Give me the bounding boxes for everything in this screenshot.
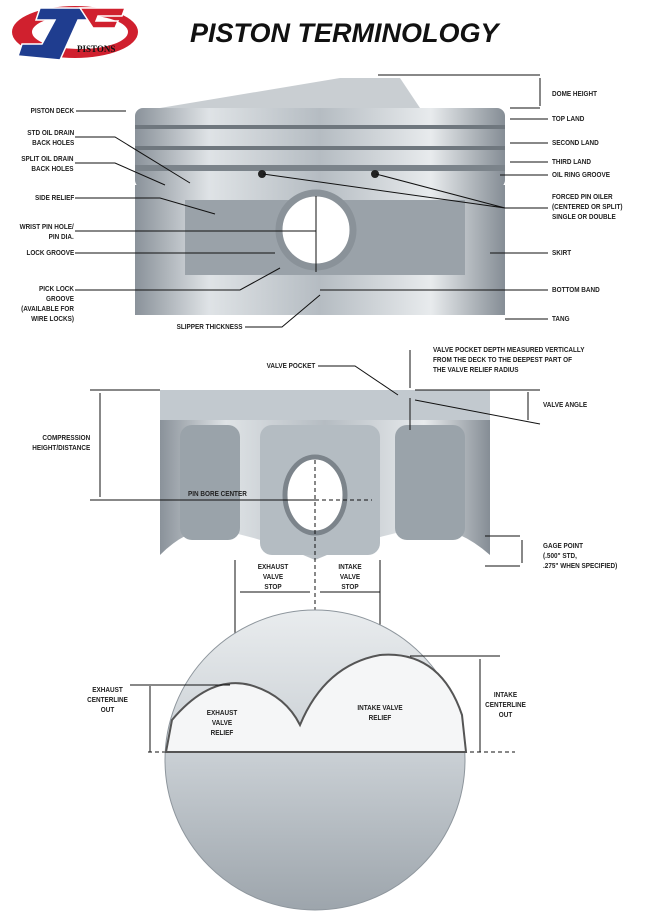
label-split-oil-drain: SPLIT OIL DRAIN BACK HOLES [21,154,74,173]
label-tang: TANG [552,314,570,323]
label-compression-height: COMPRESSION HEIGHT/DISTANCE [32,433,90,452]
label-forced-pin-oiler: FORCED PIN OILER (CENTERED OR SPLIT) SIN… [552,192,623,221]
piston-front [135,78,505,315]
label-wrist-pin: WRIST PIN HOLE/ PIN DIA. [19,222,74,241]
label-intake-valve-stop: INTAKE VALVE STOP [338,562,362,591]
label-oil-ring-groove: OIL RING GROOVE [552,170,610,179]
label-third-land: THIRD LAND [552,157,591,166]
label-exhaust-centerline-out: EXHAUST CENTERLINE OUT [87,685,128,714]
label-exhaust-valve-relief: EXHAUST VALVE RELIEF [206,708,238,737]
label-bottom-band: BOTTOM BAND [552,285,600,294]
piston-side [160,390,490,560]
label-slipper-thickness: SLIPPER THICKNESS [177,322,243,331]
label-piston-deck: PISTON DECK [30,106,74,115]
label-lock-groove: LOCK GROOVE [26,248,74,257]
label-pick-lock-groove: PICK LOCK GROOVE (AVAILABLE FOR WIRE LOC… [21,284,74,323]
label-top-land: TOP LAND [552,114,585,123]
label-std-oil-drain: STD OIL DRAIN BACK HOLES [27,128,74,147]
label-valve-angle: VALVE ANGLE [543,400,588,409]
page-title: PISTON TERMINOLOGY [190,18,499,48]
label-intake-centerline-out: INTAKE CENTERLINE OUT [485,690,526,719]
label-intake-valve-relief: INTAKE VALVE RELIEF [357,703,403,722]
label-valve-pocket-depth: VALVE POCKET DEPTH MEASURED VERTICALLY F… [433,345,585,374]
label-dome-height: DOME HEIGHT [552,89,597,98]
label-skirt: SKIRT [552,248,572,257]
piston-top-view [164,609,468,911]
label-exhaust-valve-stop: EXHAUST VALVE STOP [257,562,289,591]
label-second-land: SECOND LAND [552,138,599,147]
label-valve-pocket: VALVE POCKET [266,361,315,370]
label-pin-bore-center: PIN BORE CENTER [188,489,247,498]
svg-text:PISTONS: PISTONS [77,44,115,54]
logo: PISTONS [12,6,138,61]
label-gage-point: GAGE POINT (.500" STD, .275" WHEN SPECIF… [543,541,618,570]
label-side-relief: SIDE RELIEF [34,193,74,202]
